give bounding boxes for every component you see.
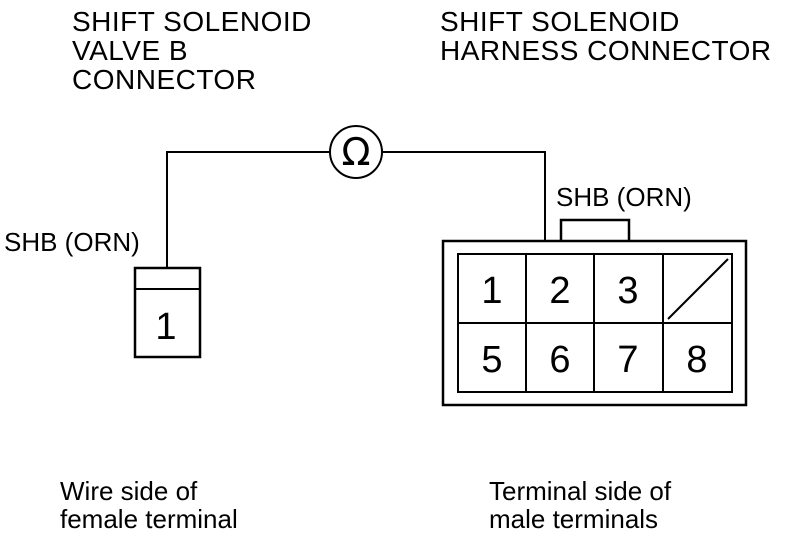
right-connector: 1 2 3 5 6 7 8: [441, 218, 748, 407]
right-wire-label: SHB (ORN): [556, 182, 692, 212]
right-terminal-7: 7: [617, 339, 638, 381]
ohm-symbol: Ω: [341, 130, 370, 174]
right-title-line-2: HARNESS CONNECTOR: [440, 35, 772, 66]
right-caption-line-2: male terminals: [489, 504, 659, 534]
left-title-line-1: SHIFT SOLENOID: [72, 6, 312, 37]
left-title-line-3: CONNECTOR: [72, 64, 257, 95]
right-terminal-6: 6: [549, 339, 570, 381]
right-terminal-1: 1: [481, 270, 502, 312]
right-terminal-5: 5: [481, 339, 502, 381]
left-connector: 1: [133, 266, 202, 359]
right-terminal-8: 8: [686, 339, 707, 381]
meter-lead-right: [382, 151, 546, 252]
right-title-line-1: SHIFT SOLENOID: [440, 6, 680, 37]
right-terminal-2: 2: [549, 270, 570, 312]
right-terminal-3: 3: [617, 270, 638, 312]
ohmmeter-circle: [329, 125, 383, 179]
empty-cavity-slash: [667, 258, 729, 320]
left-terminal-1: 1: [155, 306, 176, 348]
left-wire-label: SHB (ORN): [4, 227, 140, 257]
right-caption-line-1: Terminal side of: [489, 476, 672, 506]
left-caption-line-1: Wire side of: [60, 476, 198, 506]
meter-lead-left: [166, 151, 330, 268]
left-caption-line-2: female terminal: [60, 504, 238, 534]
left-title-line-2: VALVE B: [72, 35, 189, 66]
